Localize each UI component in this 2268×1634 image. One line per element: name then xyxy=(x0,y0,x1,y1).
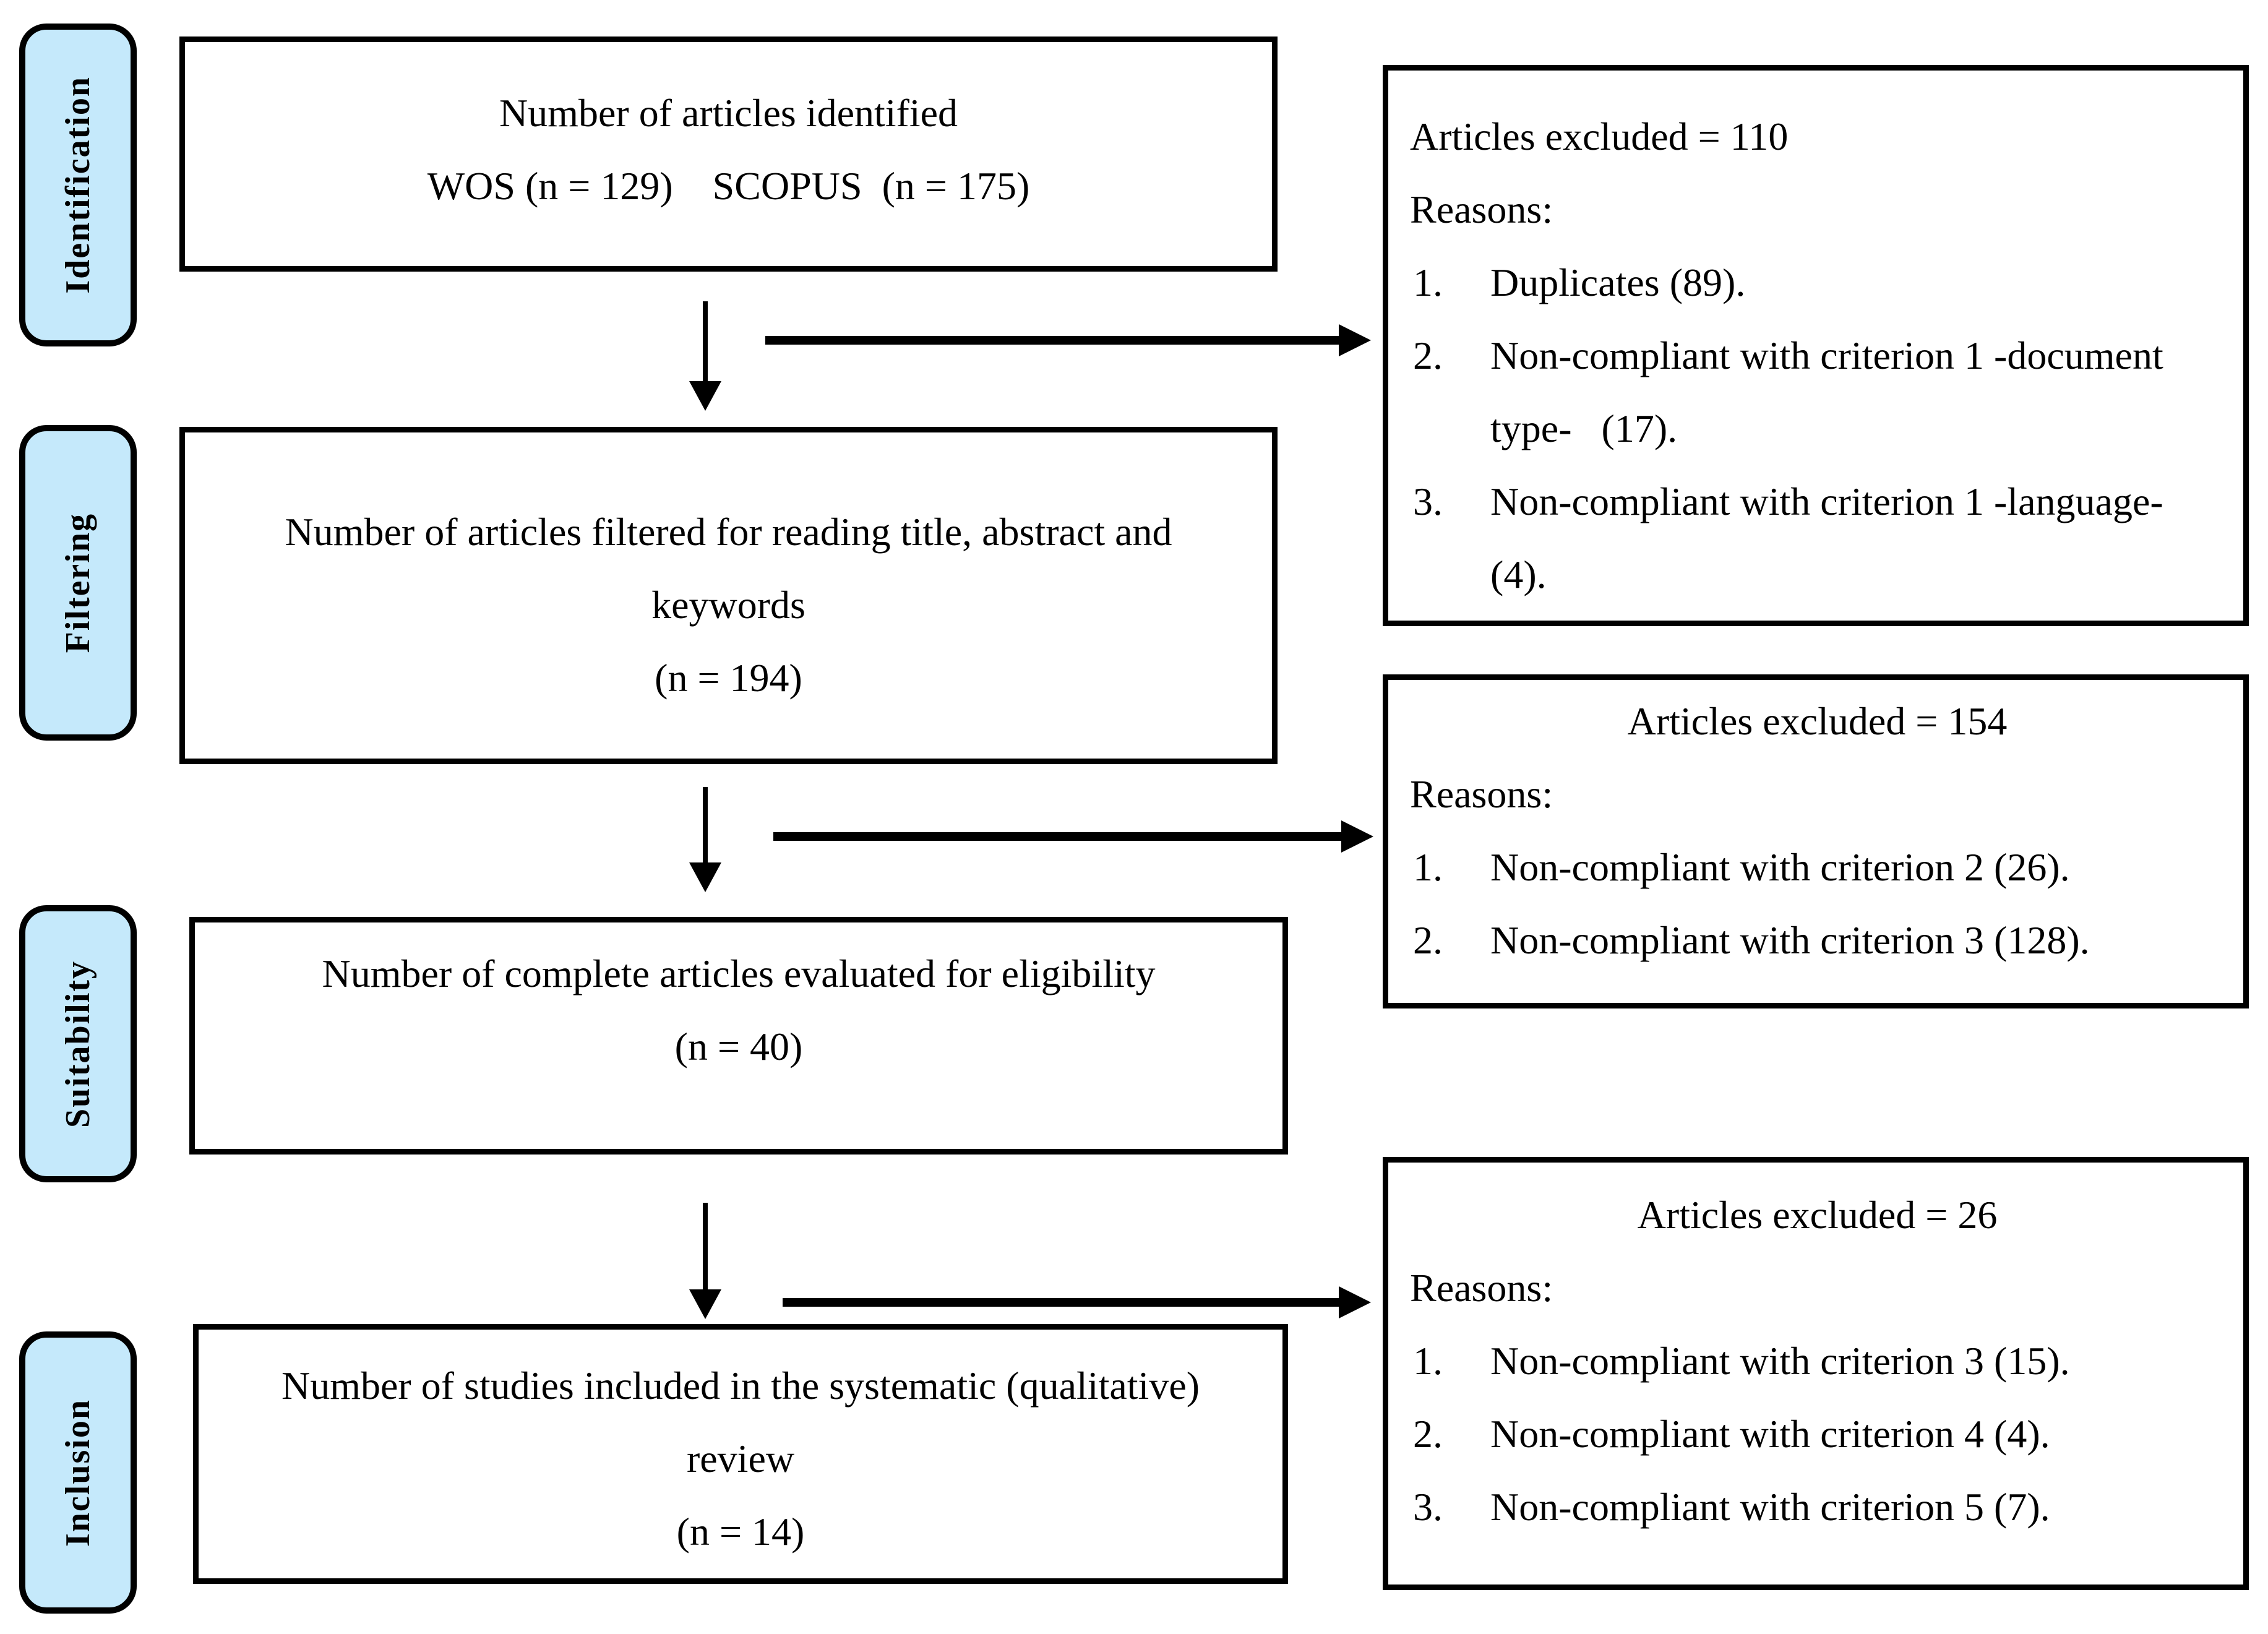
arrowhead-right-to-exclusion-2 xyxy=(1341,820,1373,853)
exclusion-box-2-item-1: 1. Non-compliant with criterion 2 (26). xyxy=(1410,831,2225,904)
flow-box-filtered-line-2: keywords xyxy=(651,582,805,627)
exclusion-box-1-reasons-label: Reasons: xyxy=(1410,187,1553,231)
flow-box-identified-line-2: WOS (n = 129) SCOPUS (n = 175) xyxy=(427,164,1030,208)
flow-box-filtered: Number of articles filtered for reading … xyxy=(179,427,1278,764)
stage-label-identification: Identification xyxy=(19,24,137,346)
item-number: 3. xyxy=(1413,1485,1443,1529)
stage-label-suitability-text: Suitability xyxy=(59,960,97,1128)
stage-label-identification-text: Identification xyxy=(59,76,97,294)
item-number: 2. xyxy=(1413,918,1443,962)
item-text: Non-compliant with criterion 2 (26). xyxy=(1490,845,2070,889)
flow-box-filtered-line-3: (n = 194) xyxy=(655,655,802,700)
arrowhead-right-to-exclusion-1 xyxy=(1339,324,1371,356)
arrowhead-down-eligibility-to-included xyxy=(689,1289,721,1319)
exclusion-box-3-item-2: 2. Non-compliant with criterion 4 (4). xyxy=(1410,1398,2225,1471)
arrow-right-to-exclusion-3 xyxy=(783,1298,1341,1307)
flow-box-eligibility-line-2: (n = 40) xyxy=(674,1025,803,1069)
item-number: 2. xyxy=(1413,1412,1443,1456)
flow-box-identified: Number of articles identified WOS (n = 1… xyxy=(179,37,1278,272)
stage-label-filtering-text: Filtering xyxy=(59,512,97,653)
exclusion-box-2-title: Articles excluded = 154 xyxy=(1627,699,2008,743)
arrow-down-eligibility-to-included xyxy=(703,1203,708,1292)
item-text: Non-compliant with criterion 3 (128). xyxy=(1490,918,2090,962)
exclusion-box-2: Articles excluded = 154 Reasons: 1. Non-… xyxy=(1383,674,2249,1008)
flow-box-included-line-3: (n = 14) xyxy=(676,1510,805,1554)
item-text: Non-compliant with criterion 3 (15). xyxy=(1490,1339,2070,1383)
flow-box-filtered-line-1: Number of articles filtered for reading … xyxy=(285,509,1172,554)
arrowhead-right-to-exclusion-3 xyxy=(1339,1286,1371,1318)
item-text: Non-compliant with criterion 1 -document… xyxy=(1490,333,2173,450)
stage-label-suitability: Suitability xyxy=(19,905,137,1182)
item-number: 3. xyxy=(1413,479,1443,523)
arrow-down-identified-to-filtered xyxy=(703,301,708,384)
exclusion-box-3-item-3: 3. Non-compliant with criterion 5 (7). xyxy=(1410,1471,2225,1544)
item-number: 1. xyxy=(1413,845,1443,889)
item-text: Non-compliant with criterion 1 -language… xyxy=(1490,479,2173,596)
exclusion-box-1-title: Articles excluded = 110 xyxy=(1410,114,1789,158)
flow-box-included-line-2: review xyxy=(686,1437,795,1481)
flow-box-included: Number of studies included in the system… xyxy=(193,1324,1288,1584)
exclusion-box-3-item-1: 1. Non-compliant with criterion 3 (15). xyxy=(1410,1325,2225,1398)
arrowhead-down-filtered-to-eligibility xyxy=(689,862,721,892)
flow-box-eligibility-line-1: Number of complete articles evaluated fo… xyxy=(322,952,1156,995)
item-number: 1. xyxy=(1413,260,1443,304)
exclusion-box-1-item-2: 2. Non-compliant with criterion 1 -docum… xyxy=(1410,319,2225,465)
exclusion-box-3-reasons-label: Reasons: xyxy=(1410,1266,1553,1310)
item-text: Non-compliant with criterion 4 (4). xyxy=(1490,1412,2050,1456)
stage-label-filtering: Filtering xyxy=(19,425,137,741)
exclusion-box-1-item-1: 1. Duplicates (89). xyxy=(1410,246,2225,319)
arrow-down-filtered-to-eligibility xyxy=(703,787,708,865)
exclusion-box-3: Articles excluded = 26 Reasons: 1. Non-c… xyxy=(1383,1157,2249,1590)
item-number: 1. xyxy=(1413,1339,1443,1383)
exclusion-box-3-title: Articles excluded = 26 xyxy=(1637,1193,1998,1237)
arrow-right-to-exclusion-2 xyxy=(773,832,1344,841)
flow-box-identified-line-1: Number of articles identified xyxy=(499,91,958,135)
stage-label-inclusion-text: Inclusion xyxy=(59,1398,97,1547)
arrowhead-down-identified-to-filtered xyxy=(689,381,721,411)
exclusion-box-2-reasons-label: Reasons: xyxy=(1410,772,1553,816)
item-number: 2. xyxy=(1413,333,1443,377)
exclusion-box-1: Articles excluded = 110 Reasons: 1. Dupl… xyxy=(1383,65,2249,626)
exclusion-box-1-item-3: 3. Non-compliant with criterion 1 -langu… xyxy=(1410,465,2225,611)
flow-box-included-line-1: Number of studies included in the system… xyxy=(281,1364,1200,1408)
item-text: Non-compliant with criterion 5 (7). xyxy=(1490,1485,2050,1529)
item-text: Duplicates (89). xyxy=(1490,260,1746,304)
flow-box-eligibility: Number of complete articles evaluated fo… xyxy=(189,917,1288,1155)
stage-label-inclusion: Inclusion xyxy=(19,1331,137,1614)
exclusion-box-2-item-2: 2. Non-compliant with criterion 3 (128). xyxy=(1410,904,2225,977)
arrow-right-to-exclusion-1 xyxy=(765,336,1341,345)
